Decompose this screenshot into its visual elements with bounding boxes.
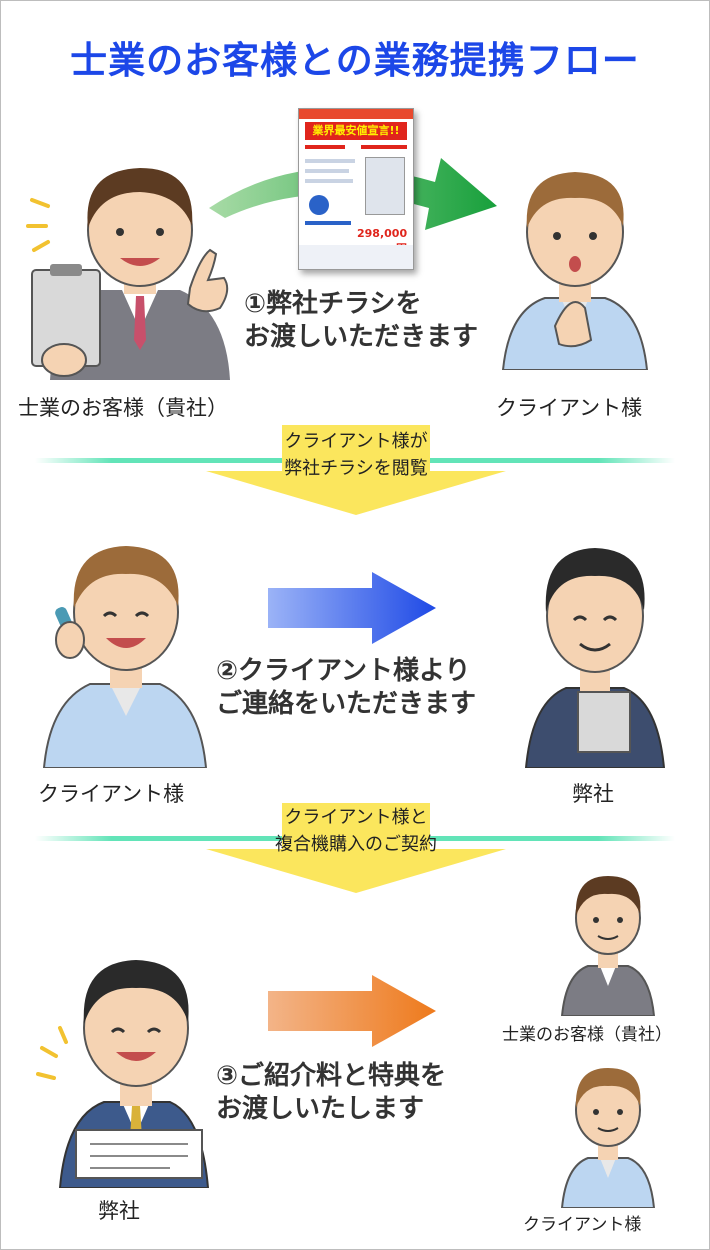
step-text-line1: クライアント様が — [284, 431, 428, 452]
person-icon — [36, 960, 210, 1188]
person-icon — [524, 548, 666, 768]
step3-message-line1: ③ご紹介料と特典を — [216, 1061, 447, 1091]
right-person-label: 弊社 — [572, 782, 614, 806]
step1-message-line1: ①弊社チラシを — [244, 289, 422, 319]
step2-message-line1: ②クライアント様より — [216, 656, 471, 686]
person-icon — [560, 876, 656, 1016]
step-text: クライアント様と 複合機購入のご契約 — [206, 804, 506, 858]
flyer-banner: 業界最安値宣言!! — [305, 122, 407, 140]
step-text-line1: クライアント様と — [284, 807, 428, 828]
step3-message-line2: お渡しいたします — [216, 1094, 425, 1124]
arrow-right-icon — [268, 975, 436, 1047]
flyer-price: 298,000円 — [357, 227, 408, 255]
step3-message: ③ご紹介料と特典を お渡しいたします — [216, 1060, 446, 1126]
step-text-line2: 弊社チラシを閲覧 — [284, 458, 428, 479]
page-title: 士業のお客様との業務提携フロー — [70, 39, 640, 82]
step1-message: ①弊社チラシを お渡しいただきます — [244, 288, 478, 354]
right-bottom-person-label: クライアント様 — [523, 1215, 642, 1235]
left-person-label: 士業のお客様（貴社） — [18, 396, 228, 420]
step2-message-line2: ご連絡をいただきます — [216, 689, 477, 719]
right-top-person-label: 士業のお客様（貴社） — [502, 1025, 672, 1045]
step-text-line2: 複合機購入のご契約 — [275, 834, 437, 855]
arrow-right-icon — [268, 572, 436, 644]
person-icon — [560, 1068, 656, 1208]
person-icon — [501, 172, 649, 370]
person-icon — [26, 168, 230, 380]
person-icon — [42, 546, 208, 768]
step1-message-line2: お渡しいただきます — [244, 322, 479, 352]
left-person-label: 弊社 — [98, 1199, 140, 1223]
right-person-label: クライアント様 — [496, 396, 643, 420]
arrow-down-icon — [206, 803, 506, 893]
step-text: クライアント様が 弊社チラシを閲覧 — [206, 428, 506, 482]
step2-message: ②クライアント様より ご連絡をいただきます — [216, 655, 476, 721]
flyer-icon: 業界最安値宣言!! 298,000円 — [298, 108, 414, 270]
left-person-label: クライアント様 — [38, 782, 185, 806]
arrow-down-icon — [206, 425, 506, 515]
